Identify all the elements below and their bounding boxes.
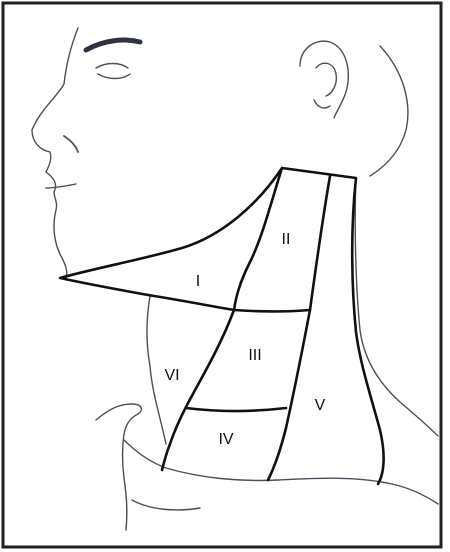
level-label-iv: IV — [218, 431, 233, 448]
clavicle-outline — [96, 404, 141, 530]
anterior-neck-outline — [147, 296, 166, 444]
level-label-v: V — [315, 397, 326, 414]
back-of-neck — [355, 178, 438, 436]
level-label-i: I — [196, 273, 200, 290]
level-label-iii: III — [248, 347, 261, 364]
mouth — [46, 184, 76, 188]
ear — [300, 41, 348, 118]
nostril — [64, 136, 78, 152]
eye — [96, 64, 130, 79]
head-profile-sketch — [32, 28, 438, 530]
anterior-border-level-v — [268, 176, 330, 480]
level-ii-lower-boundary — [234, 310, 310, 312]
level-iii-iv-boundary — [186, 408, 286, 411]
back-of-head — [370, 46, 408, 176]
level-labels: I II III IV V VI — [164, 231, 325, 448]
level-label-ii: II — [282, 231, 291, 248]
posterior-triangle-outline — [282, 168, 384, 484]
face-profile-outline — [32, 28, 78, 278]
level-label-vi: VI — [164, 367, 179, 384]
level-i-region-outline — [60, 168, 282, 310]
eyebrow — [86, 40, 140, 50]
chest-contour — [132, 500, 200, 510]
